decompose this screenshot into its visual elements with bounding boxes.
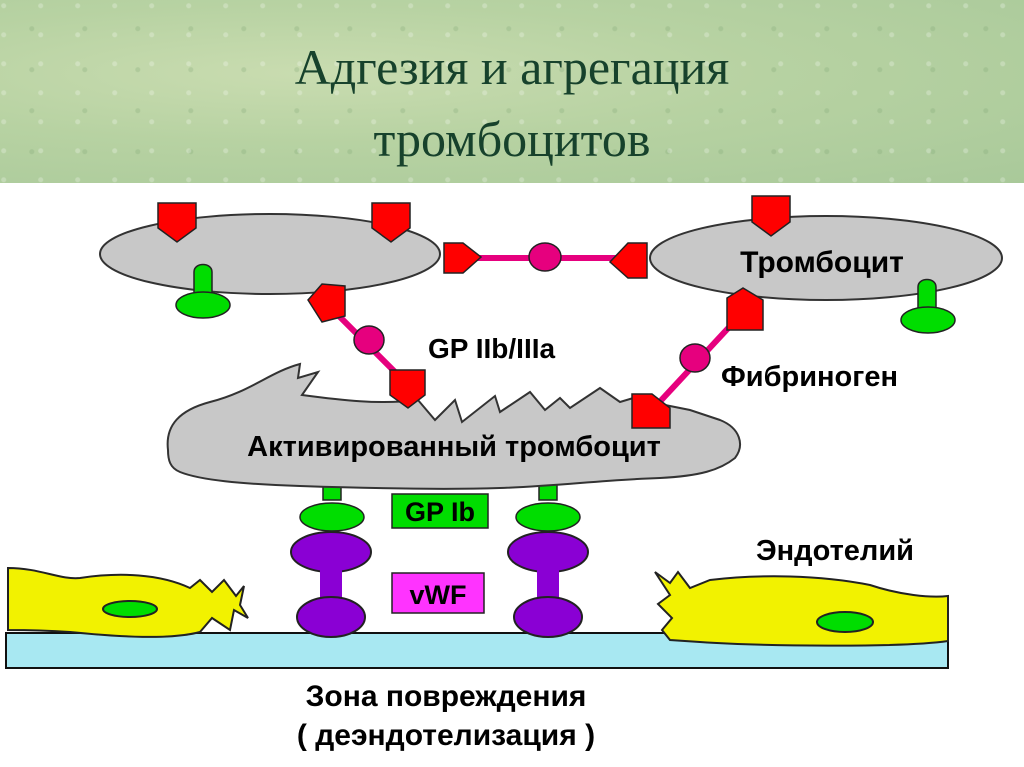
activated-platelet-label: Активированный тромбоцит bbox=[247, 431, 661, 463]
gp-iib-iiia-label: GP IIb/IIIa bbox=[428, 333, 556, 364]
vwf-molecule-left bbox=[290, 531, 372, 638]
endothelium-label: Эндотелий bbox=[756, 535, 914, 567]
deendothelialization-label: ( деэндотелизация ) bbox=[297, 719, 595, 752]
damage-zone-label: Зона повреждения bbox=[306, 680, 587, 713]
platelet-adhesion-diagram: Тромбоцит GP IIb/IIIa Фибриноген Активир… bbox=[5, 195, 1003, 752]
gp-ib-label-box bbox=[391, 493, 489, 529]
title-background bbox=[0, 0, 1024, 183]
gp-ib-label: GP Ib bbox=[405, 497, 475, 527]
vwf-label-box bbox=[391, 572, 485, 614]
title-line-1: Адгезия и агрегация bbox=[294, 39, 730, 95]
platelet-label: Тромбоцит bbox=[740, 246, 904, 279]
endothelial-cell-left bbox=[7, 566, 249, 638]
gp-ib-platelet-right bbox=[900, 278, 956, 334]
platelet-right bbox=[649, 215, 1003, 301]
title-line-2: тромбоцитов bbox=[373, 111, 651, 167]
fibrinogen-label: Фибриноген bbox=[721, 361, 898, 393]
vwf-label: vWF bbox=[410, 580, 467, 610]
vwf-molecule-right bbox=[507, 531, 589, 638]
endothelial-cell-right bbox=[654, 570, 949, 647]
gp-iib-iiia-receptors bbox=[157, 195, 791, 429]
gp-ib-platelet-left bbox=[175, 263, 231, 319]
activated-platelet bbox=[166, 362, 741, 490]
